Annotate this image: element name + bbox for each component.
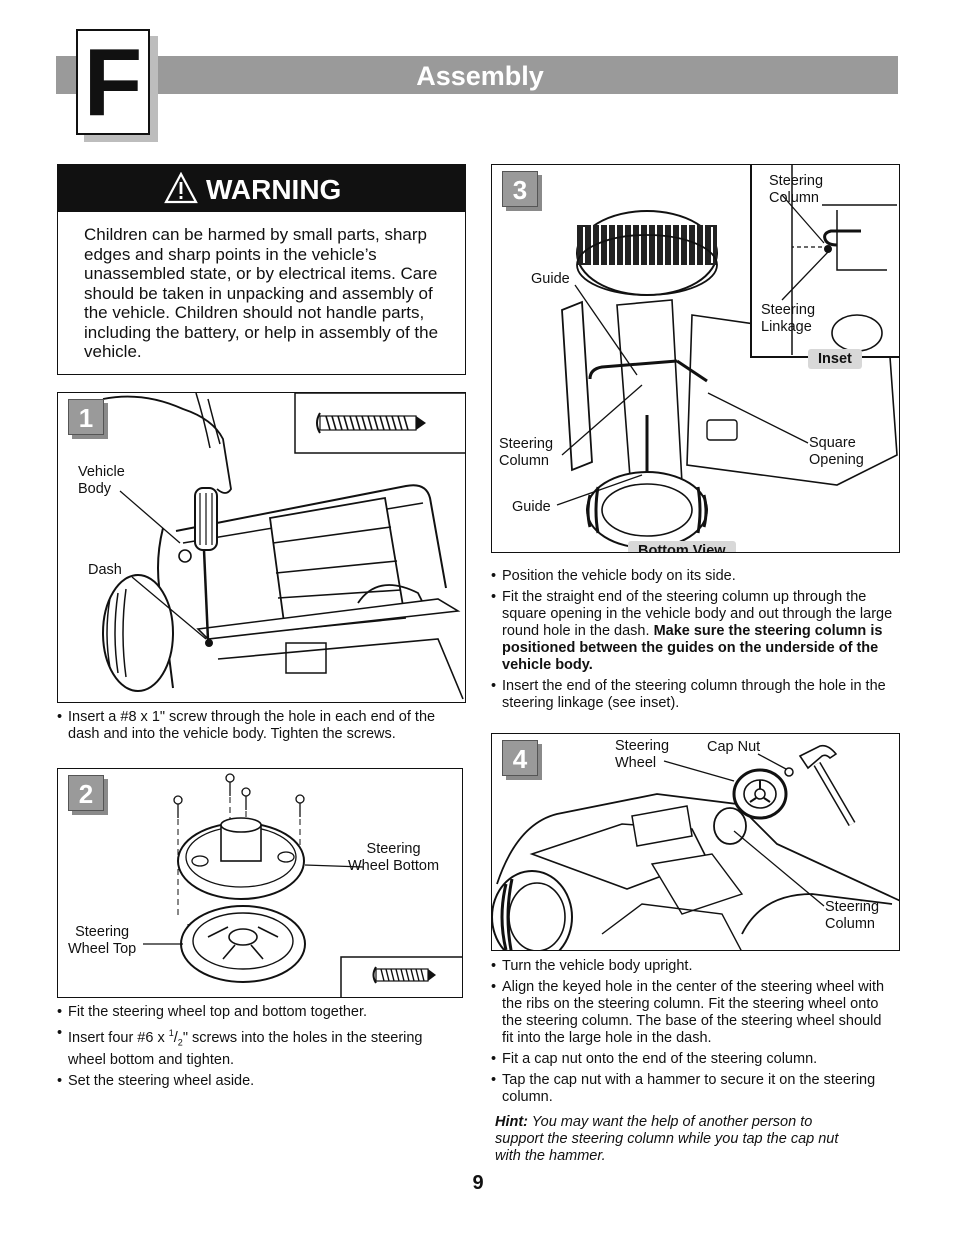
step1-number: 1 (68, 399, 104, 435)
step4-bullet: Turn the vehicle body upright. (491, 958, 896, 975)
hint-text: Hint: You may want the help of another p… (495, 1114, 839, 1164)
tag-inset: Inset (808, 349, 862, 369)
warning-title: WARNING (206, 174, 342, 205)
step3-illustration (556, 165, 899, 549)
step4-bullet: Align the keyed hole in the center of th… (491, 979, 896, 1047)
label-cap-nut: Cap Nut (707, 739, 761, 755)
step4-illustration (492, 744, 899, 950)
screw-icon (372, 966, 436, 984)
label-dash: Dash (88, 562, 122, 578)
step2-bullet: Insert four #6 x 1/2" screws into the ho… (57, 1025, 457, 1069)
page-title: Assembly (416, 61, 544, 91)
step3-number: 3 (502, 171, 538, 207)
title-band (56, 56, 898, 94)
step2-instructions: Fit the steering wheel top and bottom to… (57, 1004, 457, 1094)
label-guide-top: Guide (531, 271, 570, 287)
tag-bottom-view: Bottom View (628, 541, 736, 552)
warning-header (57, 164, 466, 212)
page-number: 9 (472, 1172, 484, 1194)
step4-instructions: Turn the vehicle body upright. Align the… (491, 958, 896, 1110)
step4-bullet: Fit a cap nut onto the end of the steeri… (491, 1051, 896, 1068)
step1-instructions: Insert a #8 x 1" screw through the hole … (57, 709, 457, 747)
step1-illustration (102, 393, 465, 700)
step3-bullet: Insert the end of the steering column th… (491, 678, 896, 712)
screw-icon (316, 412, 426, 434)
step2-bullet: Fit the steering wheel top and bottom to… (57, 1004, 457, 1021)
step4-number: 4 (502, 740, 538, 776)
label-guide-bottom: Guide (512, 499, 551, 515)
step3-bullet: Position the vehicle body on its side. (491, 568, 896, 585)
warning-triangle-icon (164, 172, 198, 204)
step4-bullet: Tap the cap nut with a hammer to secure … (491, 1072, 896, 1106)
section-letter: F (76, 29, 150, 135)
step3-bullet: Fit the straight end of the steering col… (491, 589, 896, 674)
step2-number: 2 (68, 775, 104, 811)
step1-bullet: Insert a #8 x 1" screw through the hole … (57, 709, 457, 743)
step2-bullet: Set the steering wheel aside. (57, 1073, 457, 1090)
warning-text: Children can be harmed by small parts, s… (84, 225, 439, 361)
step2-illustration (143, 773, 462, 997)
hammer-icon (798, 744, 856, 827)
step3-instructions: Position the vehicle body on its side. F… (491, 568, 896, 716)
